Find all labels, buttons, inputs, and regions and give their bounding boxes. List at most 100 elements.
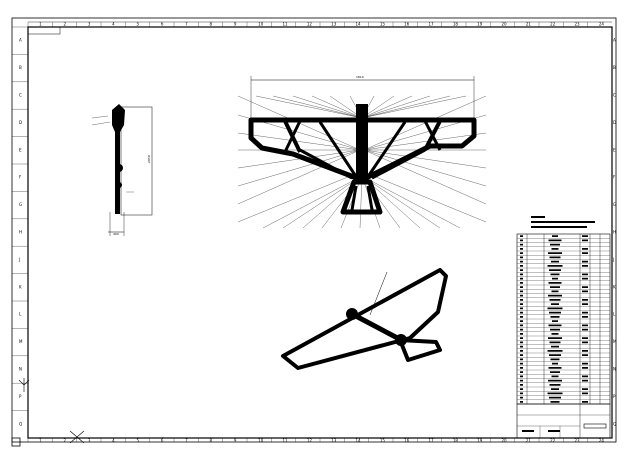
- top-dimension: 1810: [356, 75, 364, 79]
- zone-label-top: 4: [112, 22, 115, 27]
- zone-label-right: G: [613, 202, 616, 207]
- wing-brace-right: [371, 148, 426, 180]
- zone-label-top: 17: [429, 22, 435, 27]
- zone-label-left: C: [19, 93, 22, 98]
- zone-label-bottom: 23: [575, 438, 581, 443]
- title-block: [516, 216, 611, 439]
- zone-label-bottom: 15: [380, 438, 386, 443]
- zone-label-bottom: 21: [526, 438, 532, 443]
- zone-label-right: D: [613, 120, 616, 125]
- zone-label-top: 5: [137, 22, 140, 27]
- zone-label-left: K: [19, 284, 22, 289]
- zone-label-right: F: [613, 175, 616, 180]
- iso-leader: [369, 271, 388, 316]
- binding-margin-box: [27, 26, 61, 35]
- zone-label-left: G: [19, 202, 22, 207]
- zone-label-top: 3: [88, 22, 91, 27]
- zone-label-top: 20: [502, 22, 508, 27]
- iso-hub-2: [395, 334, 407, 346]
- parts-list-cells: [520, 235, 588, 403]
- outer-border: [11, 17, 617, 443]
- zone-label-top: 8: [210, 22, 213, 27]
- zone-label-right: C: [613, 93, 616, 98]
- zone-label-bottom: 5: [137, 438, 140, 443]
- zone-label-bottom: 11: [283, 438, 289, 443]
- zone-label-bottom: 1: [39, 438, 42, 443]
- wing-rib-right-2: [423, 120, 442, 151]
- isometric-view: [281, 268, 448, 370]
- iso-hub: [346, 308, 358, 320]
- zone-label-right: K: [613, 284, 616, 289]
- wing-brace-left: [299, 148, 353, 180]
- zone-label-right: J: [612, 257, 614, 262]
- zone-label-top: 15: [380, 22, 386, 27]
- tail-frame: [340, 179, 383, 215]
- zone-label-right: H: [613, 230, 616, 235]
- zone-label-bottom: 24: [599, 438, 605, 443]
- zone-label-top: 11: [283, 22, 289, 27]
- zone-label-bottom: 4: [112, 438, 115, 443]
- side-view-hub-2: [116, 182, 122, 188]
- zone-label-top: 9: [234, 22, 237, 27]
- zone-label-top: 14: [356, 22, 362, 27]
- zone-label-bottom: 14: [356, 438, 362, 443]
- wing-frame: [248, 117, 477, 183]
- zone-label-right: B: [613, 65, 616, 70]
- zone-label-left: F: [19, 175, 22, 180]
- zone-label-top: 23: [575, 22, 581, 27]
- zone-label-left: Q: [19, 421, 22, 426]
- zone-label-right: Q: [613, 421, 616, 426]
- zone-label-top: 18: [453, 22, 459, 27]
- zone-label-top: 12: [307, 22, 313, 27]
- zone-label-bottom: 7: [185, 438, 188, 443]
- corner-square-mark: [11, 437, 21, 447]
- zone-label-bottom: 22: [550, 438, 556, 443]
- zone-label-right: L: [613, 312, 616, 317]
- zone-label-bottom: 2: [64, 438, 67, 443]
- hub: [357, 105, 367, 115]
- zone-label-top: 2: [64, 22, 67, 27]
- zone-label-right: N: [613, 367, 616, 372]
- zone-label-top: 21: [526, 22, 532, 27]
- side-view-hub: [115, 164, 123, 172]
- zone-label-left: A: [19, 38, 22, 43]
- ucs-axis-icon: [18, 378, 30, 392]
- side-width-dimension: 400: [113, 232, 119, 236]
- zone-label-top: 22: [550, 22, 556, 27]
- zone-label-top: 1: [39, 22, 42, 27]
- zone-label-left: B: [19, 65, 22, 70]
- zone-label-left: M: [19, 339, 23, 344]
- side-view: 2950 400: [91, 104, 153, 236]
- iso-tail: [398, 338, 442, 362]
- side-height-dimension: 2950: [147, 155, 151, 163]
- zone-label-left: L: [19, 312, 22, 317]
- top-view: 1810: [237, 75, 487, 229]
- zone-label-bottom: 3: [88, 438, 91, 443]
- zone-label-bottom: 9: [234, 438, 237, 443]
- zone-label-bottom: 13: [331, 438, 337, 443]
- zone-label-left: N: [19, 367, 22, 372]
- zone-label-top: 24: [599, 22, 605, 27]
- zone-label-bottom: 17: [429, 438, 435, 443]
- zone-label-top: 19: [477, 22, 483, 27]
- side-view-dimension-frame: [120, 106, 153, 216]
- iso-wing: [281, 268, 448, 370]
- wing-strut-left: [318, 121, 359, 179]
- parts-list-rows: [517, 238, 610, 400]
- zone-label-top: 10: [258, 22, 264, 27]
- cross-mark: [69, 430, 85, 444]
- zone-label-bottom: 18: [453, 438, 459, 443]
- side-view-body: [112, 104, 125, 214]
- zone-label-top: 7: [185, 22, 188, 27]
- wing-strut-right: [365, 121, 407, 179]
- zone-label-top: 13: [331, 22, 337, 27]
- zone-label-left: D: [19, 120, 22, 125]
- zone-label-right: P: [613, 394, 616, 399]
- zone-label-bottom: 16: [404, 438, 410, 443]
- zone-label-left: E: [19, 147, 22, 152]
- zone-label-bottom: 12: [307, 438, 313, 443]
